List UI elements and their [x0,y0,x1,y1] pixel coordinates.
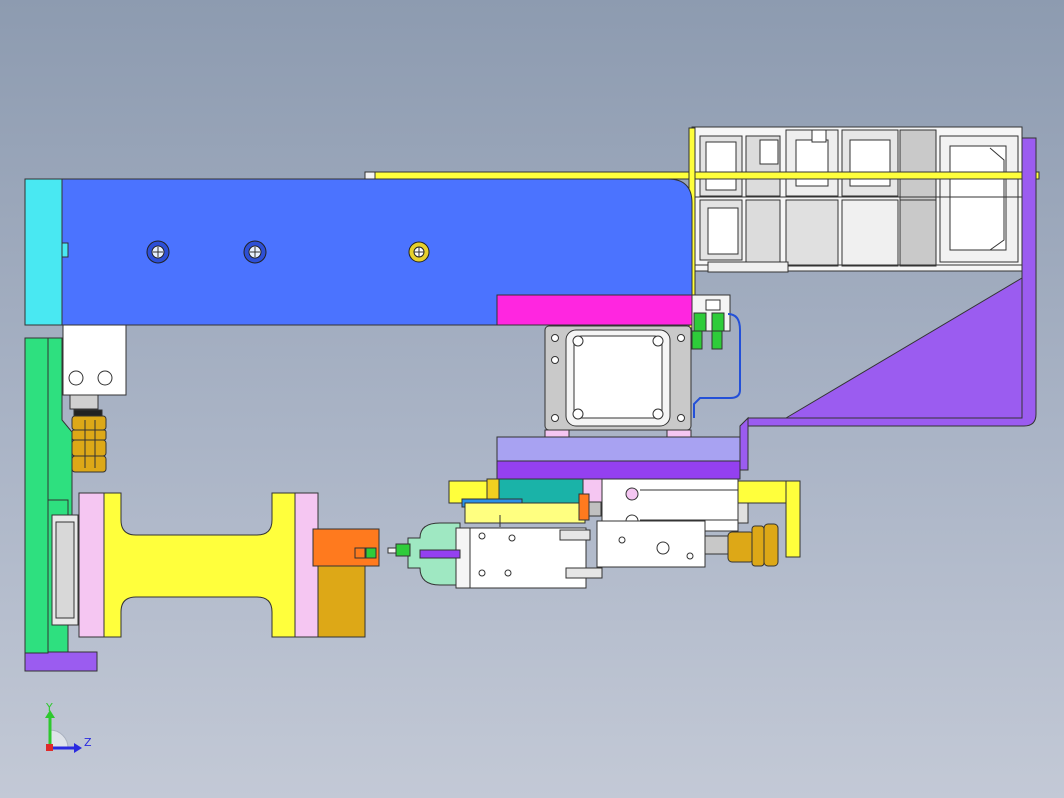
sensor-cable [693,313,741,418]
yellow-spool [78,492,380,638]
main-beam [24,178,693,326]
sensor-block [691,294,731,350]
screw-head [146,240,170,264]
screw-head [243,240,267,264]
left-column [24,324,127,672]
y-axis-label: Y [45,701,53,714]
purple-bracket [739,137,1037,471]
z-axis-label: Z [84,736,92,749]
gripper-assembly [387,478,801,589]
screw-head [408,241,430,263]
conveyor-frame [691,126,1023,273]
coordinate-triad [45,710,82,753]
slide-block [496,436,741,480]
cylinder-mount [544,325,692,443]
